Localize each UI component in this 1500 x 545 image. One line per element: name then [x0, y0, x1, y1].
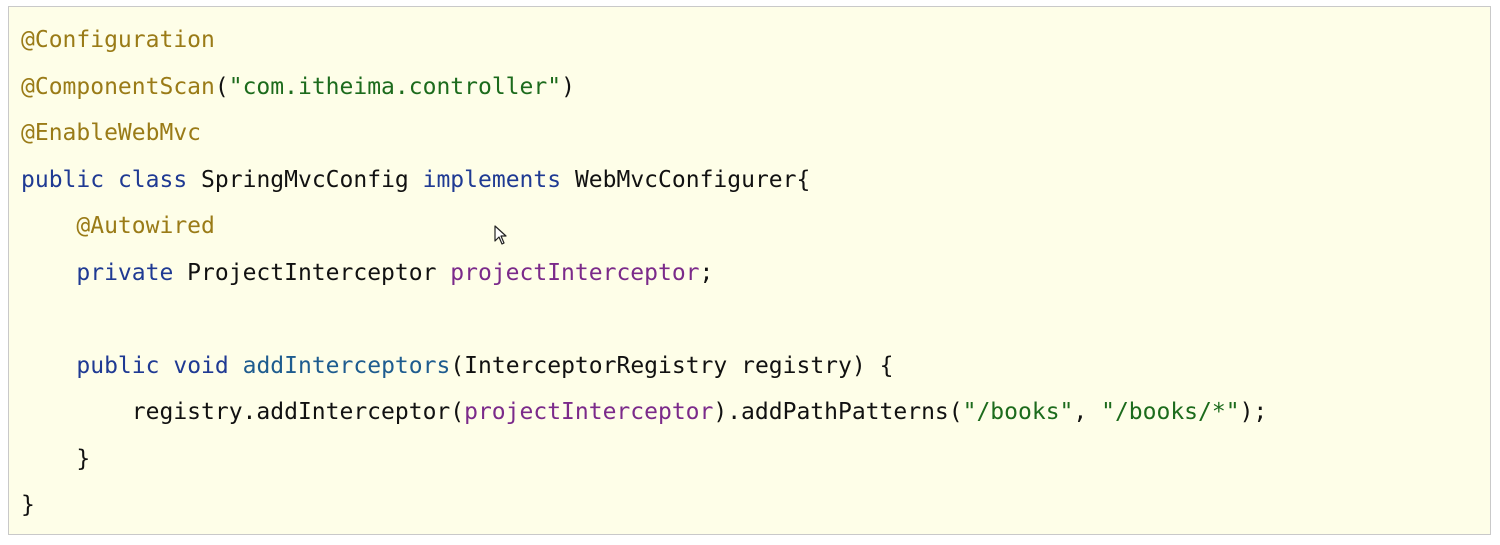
code-token-annotation: @Autowired — [76, 213, 215, 239]
code-token-plain: } — [21, 445, 91, 472]
code-token-keyword: void — [173, 352, 229, 379]
code-line: private ProjectInterceptor projectInterc… — [21, 250, 1490, 297]
code-token-plain: ); — [1239, 399, 1268, 425]
code-token-plain — [229, 353, 243, 379]
code-token-annotation: @EnableWebMvc — [21, 120, 202, 146]
code-line: public class SpringMvcConfig implements … — [21, 157, 1490, 204]
code-token-plain: ProjectInterceptor — [173, 259, 451, 286]
code-token-annotation: @Configuration — [21, 27, 215, 53]
code-token-plain: } — [21, 492, 35, 518]
code-token-string: "com.itheima.controller" — [228, 73, 562, 100]
code-token-plain: , — [1073, 399, 1102, 425]
code-token-plain — [159, 353, 173, 379]
code-token-method: addInterceptors — [242, 352, 451, 379]
code-token-plain: (InterceptorRegistry registry) { — [450, 352, 894, 379]
code-line: public void addInterceptors(InterceptorR… — [21, 343, 1490, 390]
code-token-annotation: @ComponentScan — [21, 73, 215, 100]
code-token-string: "/books/*" — [1101, 399, 1240, 425]
code-token-plain: SpringMvcConfig — [187, 166, 423, 193]
code-token-keyword: public — [21, 166, 105, 193]
code-token-plain — [104, 167, 118, 193]
code-token-field: projectInterceptor — [450, 259, 700, 286]
code-token-keyword: private — [76, 259, 174, 286]
code-token-keyword: class — [117, 166, 188, 193]
code-token-plain: ; — [699, 259, 714, 286]
code-token-plain: ) — [561, 73, 575, 100]
code-token-keyword: implements — [422, 166, 562, 193]
mouse-pointer-icon — [494, 225, 507, 245]
code-block: @Configuration @ComponentScan("com.itheim… — [21, 17, 1490, 529]
code-token-field: projectInterceptor — [464, 399, 714, 425]
code-line: @EnableWebMvc — [21, 110, 1490, 157]
code-line: registry.addInterceptor(projectIntercept… — [21, 389, 1490, 436]
code-token-plain — [21, 260, 76, 286]
code-token-plain — [21, 213, 76, 239]
code-line: @Autowired — [21, 203, 1490, 250]
code-line — [21, 296, 1490, 343]
code-token-plain: WebMvcConfigurer{ — [561, 166, 811, 193]
code-token-string: "/books" — [962, 399, 1074, 425]
code-line: } — [21, 436, 1490, 483]
code-line: @Configuration — [21, 17, 1490, 64]
code-panel: @Configuration @ComponentScan("com.itheim… — [8, 6, 1491, 535]
code-line: @ComponentScan("com.itheima.controller") — [21, 64, 1490, 111]
code-line: } — [21, 482, 1490, 529]
code-token-plain — [21, 353, 76, 379]
code-token-plain: registry.addInterceptor( — [21, 399, 465, 425]
code-token-keyword: public — [76, 352, 160, 379]
code-token-plain: ( — [214, 73, 229, 100]
code-token-plain: ).addPathPatterns( — [713, 399, 963, 425]
